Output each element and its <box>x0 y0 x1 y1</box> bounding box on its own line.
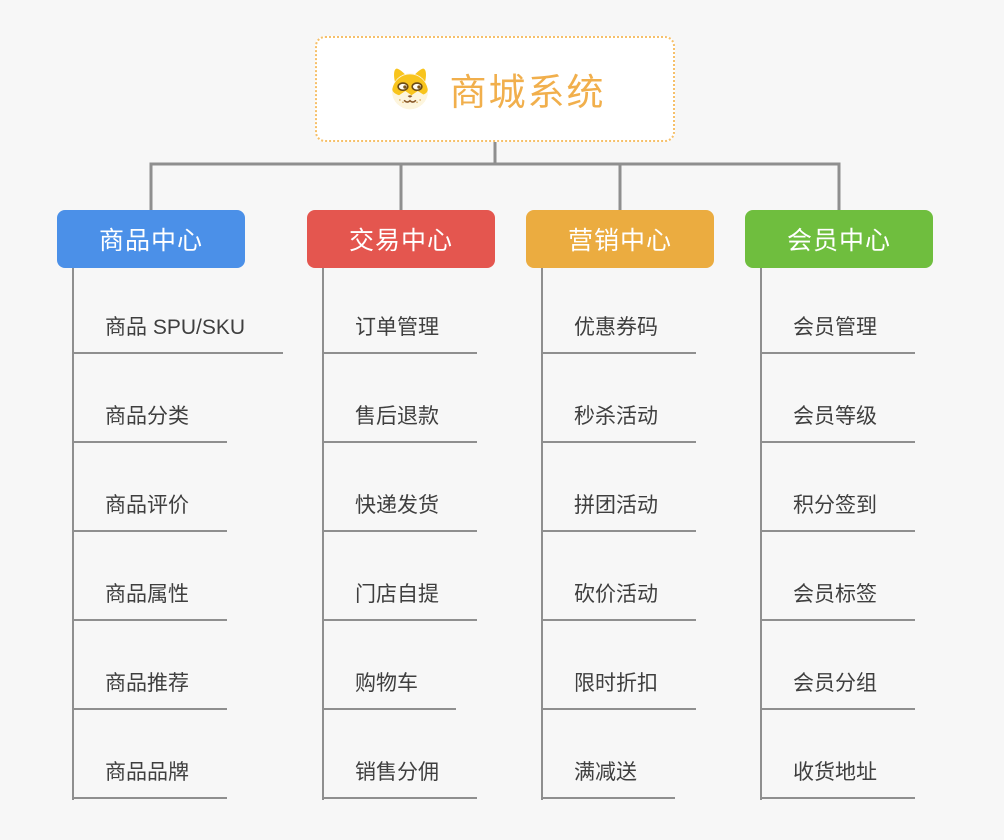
branch-node-members[interactable]: 会员中心 <box>745 210 933 268</box>
leaf-node[interactable]: 销售分佣 <box>322 758 477 799</box>
leaf-node[interactable]: 售后退款 <box>322 402 477 443</box>
branch-node-trade[interactable]: 交易中心 <box>307 210 495 268</box>
leaf-node[interactable]: 会员分组 <box>760 669 915 710</box>
leaf-node[interactable]: 商品推荐 <box>72 669 227 710</box>
branch-node-marketing[interactable]: 营销中心 <box>526 210 714 268</box>
leaf-node[interactable]: 会员等级 <box>760 402 915 443</box>
doge-icon <box>391 68 428 110</box>
root-node[interactable]: 商城系统 <box>315 36 675 142</box>
leaf-node[interactable]: 购物车 <box>322 669 456 710</box>
root-title: 商城系统 <box>449 72 606 113</box>
leaf-node[interactable]: 商品属性 <box>72 580 227 621</box>
leaf-node[interactable]: 优惠券码 <box>541 313 696 354</box>
leaf-node[interactable]: 砍价活动 <box>541 580 696 621</box>
leaf-node[interactable]: 商品评价 <box>72 491 227 532</box>
leaf-node[interactable]: 限时折扣 <box>541 669 696 710</box>
leaf-node[interactable]: 积分签到 <box>760 491 915 532</box>
leaf-node[interactable]: 订单管理 <box>322 313 477 354</box>
branch-column-members: 会员中心 会员管理 会员等级 积分签到 会员标签 会员分组 收货地址 <box>745 210 933 800</box>
leaf-node[interactable]: 秒杀活动 <box>541 402 696 443</box>
leaf-node[interactable]: 会员管理 <box>760 313 915 354</box>
leaf-node[interactable]: 收货地址 <box>760 758 915 799</box>
leaf-node[interactable]: 商品 SPU/SKU <box>72 313 284 354</box>
leaf-node[interactable]: 会员标签 <box>760 580 915 621</box>
branch-trunk-line <box>541 268 543 800</box>
leaf-node[interactable]: 商品品牌 <box>72 758 227 799</box>
branch-column-trade: 交易中心 订单管理 售后退款 快递发货 门店自提 购物车 销售分佣 <box>307 210 495 800</box>
branch-node-products[interactable]: 商品中心 <box>57 210 245 268</box>
branch-trunk-line <box>72 268 74 800</box>
branch-trunk-line <box>322 268 324 800</box>
leaf-node[interactable]: 门店自提 <box>322 580 477 621</box>
branch-column-marketing: 营销中心 优惠券码 秒杀活动 拼团活动 砍价活动 限时折扣 满减送 <box>526 210 714 800</box>
leaf-node[interactable]: 快递发货 <box>322 491 477 532</box>
leaf-node[interactable]: 满减送 <box>541 758 675 799</box>
branch-trunk-line <box>760 268 762 800</box>
leaf-node[interactable]: 商品分类 <box>72 402 227 443</box>
leaf-node[interactable]: 拼团活动 <box>541 491 696 532</box>
branch-column-products: 商品中心 商品 SPU/SKU 商品分类 商品评价 商品属性 商品推荐 商品品牌 <box>57 210 284 800</box>
